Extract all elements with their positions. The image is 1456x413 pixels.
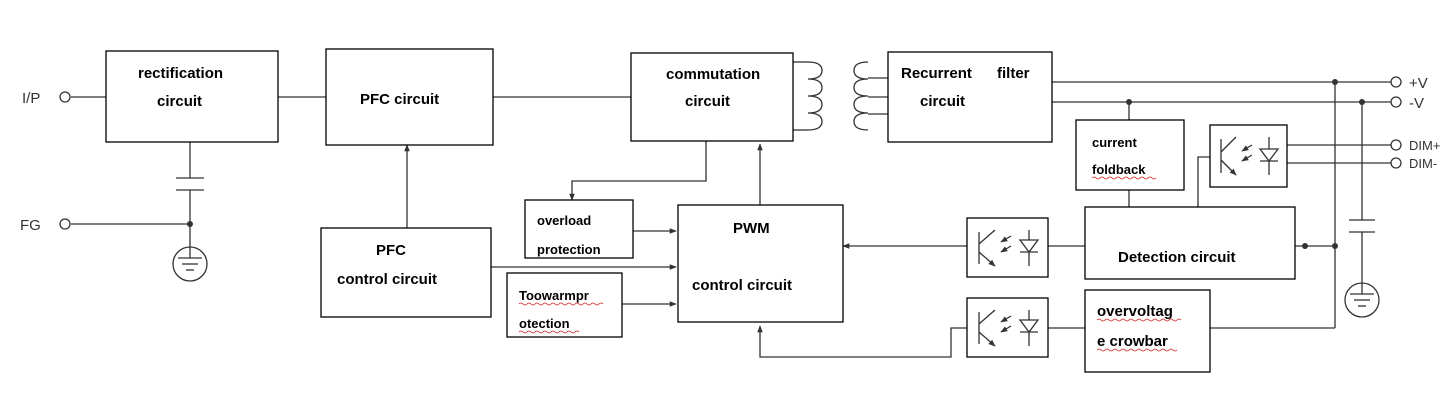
capacitor-icon xyxy=(1349,219,1375,233)
spellcheck-underline xyxy=(518,302,604,306)
spellcheck-underline xyxy=(1096,348,1178,352)
terminal-dim-minus-label: DIM- xyxy=(1409,156,1437,171)
block-overvoltage-line1: overvoltag xyxy=(1097,303,1173,320)
block-pfc: PFC circuit xyxy=(325,48,494,146)
block-pfc-control-line1: PFC xyxy=(376,242,406,259)
block-pwm-control-line1: PWM xyxy=(733,220,770,237)
capacitor-icon xyxy=(176,177,204,191)
junction-dots xyxy=(187,79,1365,249)
block-too-warm-line2: otection xyxy=(519,316,570,331)
block-overvoltage: overvoltag e crowbar xyxy=(1084,289,1211,373)
terminal-dim-plus-label: DIM+ xyxy=(1409,138,1440,153)
block-pfc-control-line2: control circuit xyxy=(337,271,437,288)
block-too-warm-line1: Toowarmpr xyxy=(519,288,589,303)
block-pwm-control-line2: control circuit xyxy=(692,277,792,294)
terminal-input-label: I/P xyxy=(22,90,40,107)
optocoupler-icon xyxy=(966,297,1049,358)
block-overload: overload protection xyxy=(524,199,634,259)
block-overload-line1: overload xyxy=(537,213,591,228)
block-too-warm: Toowarmpr otection xyxy=(506,272,623,338)
wire-dim-detection xyxy=(1197,156,1210,207)
terminal-fg-label: FG xyxy=(20,217,41,234)
block-overvoltage-line2: e crowbar xyxy=(1097,333,1168,350)
block-current-foldback-line1: current xyxy=(1092,135,1137,150)
block-commutation: commutation circuit xyxy=(630,52,794,142)
junction-dot-icon xyxy=(1126,99,1132,105)
optocoupler-icon xyxy=(966,217,1049,278)
junction-dot-icon xyxy=(1332,79,1338,85)
terminal-minus-v-ring xyxy=(1390,96,1402,108)
optocoupler-icon xyxy=(1209,124,1288,188)
block-overload-line2: protection xyxy=(537,242,601,257)
block-recurrent-filter: Recurrent filter circuit xyxy=(887,51,1053,143)
block-rectification-line2: circuit xyxy=(157,93,202,110)
block-current-foldback: current foldback xyxy=(1075,119,1185,191)
terminal-input-ring xyxy=(59,91,71,103)
ground-icon xyxy=(172,246,208,282)
block-pfc-control: PFC control circuit xyxy=(320,227,492,318)
block-recurrent-filter-line2: circuit xyxy=(920,93,965,110)
block-current-foldback-line2: foldback xyxy=(1092,162,1146,177)
block-recurrent-filter-line1b: filter xyxy=(997,65,1030,82)
terminal-plus-v-label: +V xyxy=(1409,75,1428,92)
junction-dot-icon xyxy=(1359,99,1365,105)
terminal-dim-minus-ring xyxy=(1390,157,1402,169)
spellcheck-underline xyxy=(1096,318,1182,322)
terminal-rings xyxy=(59,76,1402,230)
block-pfc-line1: PFC circuit xyxy=(360,91,439,108)
block-rectification: rectification circuit xyxy=(105,50,279,143)
wires xyxy=(71,61,1391,358)
junction-dot-icon xyxy=(1332,243,1338,249)
block-rectification-line1: rectification xyxy=(138,65,223,82)
spellcheck-underline xyxy=(1091,176,1157,180)
transformer-icon xyxy=(807,61,869,131)
block-detection: Detection circuit xyxy=(1084,206,1296,280)
ground-icon xyxy=(1344,282,1380,318)
terminal-minus-v-label: -V xyxy=(1409,95,1424,112)
block-commutation-line1: commutation xyxy=(666,66,760,83)
block-recurrent-filter-line1: Recurrent xyxy=(901,65,972,82)
terminal-fg-ring xyxy=(59,218,71,230)
junction-dot-icon xyxy=(187,221,193,227)
block-pwm-control: PWM control circuit xyxy=(677,204,844,323)
junction-dot-icon xyxy=(1302,243,1308,249)
wire-opto-pwm-bottom xyxy=(757,325,967,358)
terminal-plus-v-ring xyxy=(1390,76,1402,88)
terminal-dim-plus-ring xyxy=(1390,139,1402,151)
block-detection-line1: Detection circuit xyxy=(1118,249,1236,266)
spellcheck-underline xyxy=(518,330,580,334)
wire-commutation-overload xyxy=(569,141,707,201)
block-commutation-line2: circuit xyxy=(685,93,730,110)
